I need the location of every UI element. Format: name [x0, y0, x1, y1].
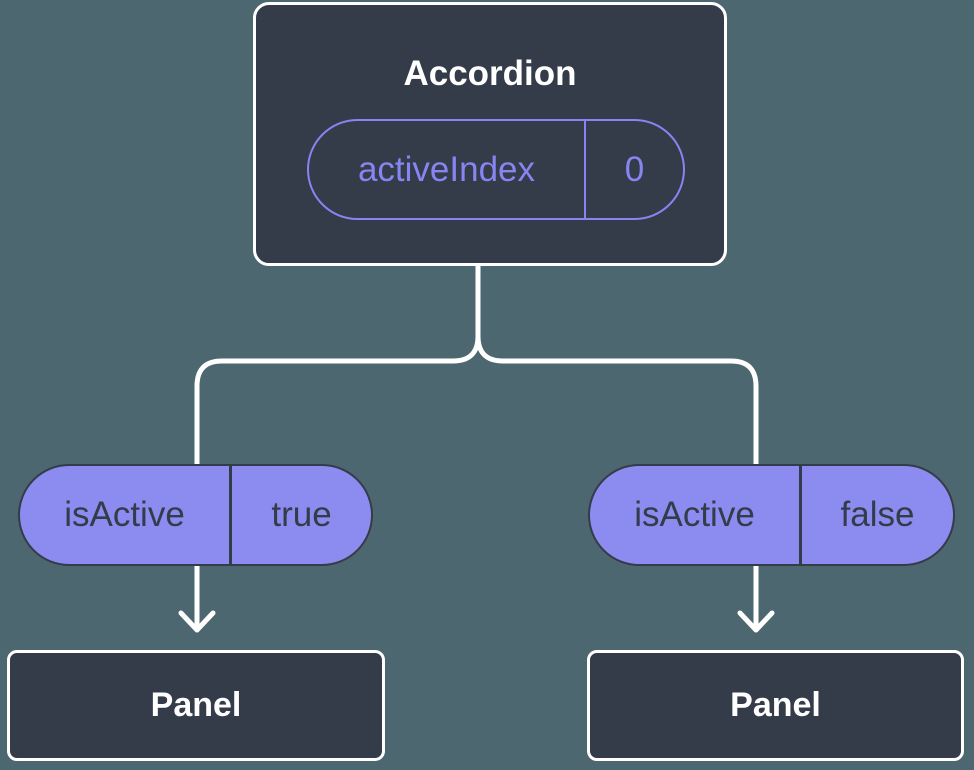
state-pill-active-index: activeIndex 0 [307, 119, 685, 220]
prop-pill-right-name-label: isActive [590, 466, 802, 564]
panel-node-left-title: Panel [150, 686, 242, 724]
state-pill-name-label: activeIndex [309, 121, 586, 218]
prop-pill-is-active-right: isActive false [588, 464, 955, 566]
prop-pill-left-value: true [271, 495, 332, 534]
left-arrow-head [178, 610, 216, 633]
fork-right-branch-line [475, 333, 759, 469]
panel-node-left: Panel [7, 650, 385, 761]
prop-pill-left-name-label: isActive [20, 466, 232, 564]
state-pill-value: 0 [624, 149, 645, 189]
panel-node-right: Panel [587, 650, 964, 761]
panel-node-right-title: Panel [730, 686, 821, 724]
prop-pill-right-value: false [840, 495, 915, 534]
accordion-node-title: Accordion [403, 54, 577, 93]
fork-left-branch-line [194, 333, 481, 469]
accordion-node: Accordion activeIndex 0 [253, 2, 727, 266]
right-arrow-head [737, 610, 775, 633]
prop-pill-is-active-left: isActive true [18, 464, 373, 566]
